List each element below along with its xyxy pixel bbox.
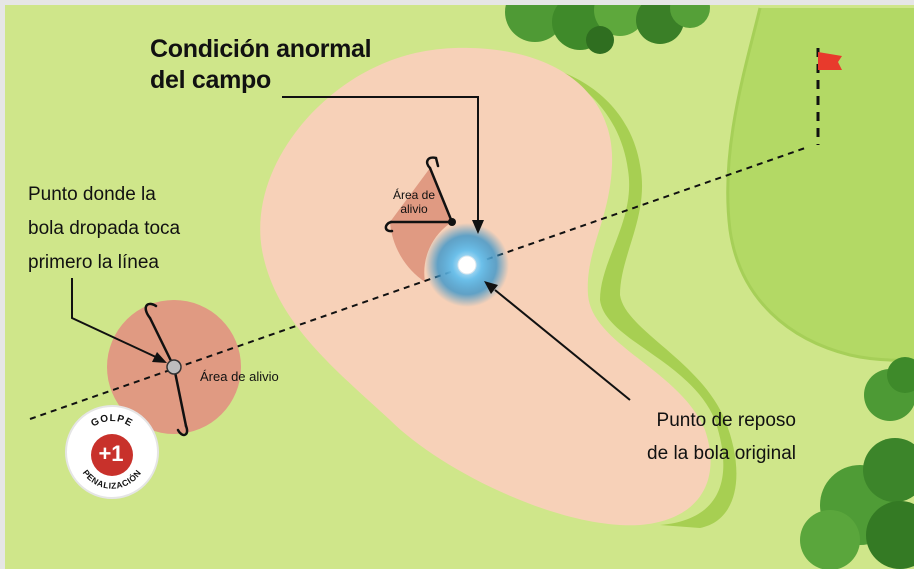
arrow-drop bbox=[152, 352, 167, 363]
flag-icon bbox=[816, 48, 842, 145]
condition-label-line1: Condición anormal bbox=[150, 35, 372, 63]
arrow-rest bbox=[484, 281, 498, 294]
penalty-badge: GOLPE PENALIZACIÓN bbox=[65, 405, 159, 499]
relief-area-small bbox=[390, 168, 452, 282]
rest-label-line1: Punto de reposo bbox=[656, 410, 796, 431]
relief-large-label: Área de alivio bbox=[200, 369, 279, 384]
club-icon-large bbox=[144, 302, 189, 437]
leader-condition bbox=[282, 96, 479, 222]
arrow-condition bbox=[472, 220, 484, 234]
condition-label-line2: del campo bbox=[150, 66, 271, 94]
badge-top-text: GOLPE bbox=[89, 413, 133, 429]
rest-label-line2: de la bola original bbox=[647, 443, 796, 464]
original-ball bbox=[457, 255, 477, 275]
drop-label-line1: Punto donde la bbox=[28, 184, 156, 205]
relief-small-label: Área de alivio bbox=[386, 188, 442, 216]
leader-rest bbox=[494, 289, 631, 401]
drop-point-label: Punto donde la bola dropada toca primero… bbox=[28, 178, 180, 280]
putting-green bbox=[727, 8, 914, 361]
reference-line bbox=[29, 146, 809, 420]
leader-drop bbox=[71, 278, 159, 359]
drop-label-line3: primero la línea bbox=[28, 252, 159, 273]
bunker-lip bbox=[520, 62, 737, 528]
relief-small-line2: alivio bbox=[400, 202, 428, 216]
condition-label: Condición anormal del campo bbox=[150, 34, 372, 96]
trees-right bbox=[800, 357, 914, 569]
drop-label-line2: bola dropada toca bbox=[28, 218, 181, 239]
penalty-value: +1 bbox=[98, 441, 124, 466]
relief-small-line1: Área de bbox=[392, 188, 436, 202]
club-icon-small bbox=[384, 156, 454, 233]
drop-point bbox=[166, 359, 182, 375]
svg-text:GOLPE: GOLPE bbox=[89, 413, 134, 429]
trees-top bbox=[505, 5, 710, 54]
club-pivot-small bbox=[448, 218, 456, 226]
rest-point-label: Punto de reposo de la bola original bbox=[647, 404, 796, 470]
